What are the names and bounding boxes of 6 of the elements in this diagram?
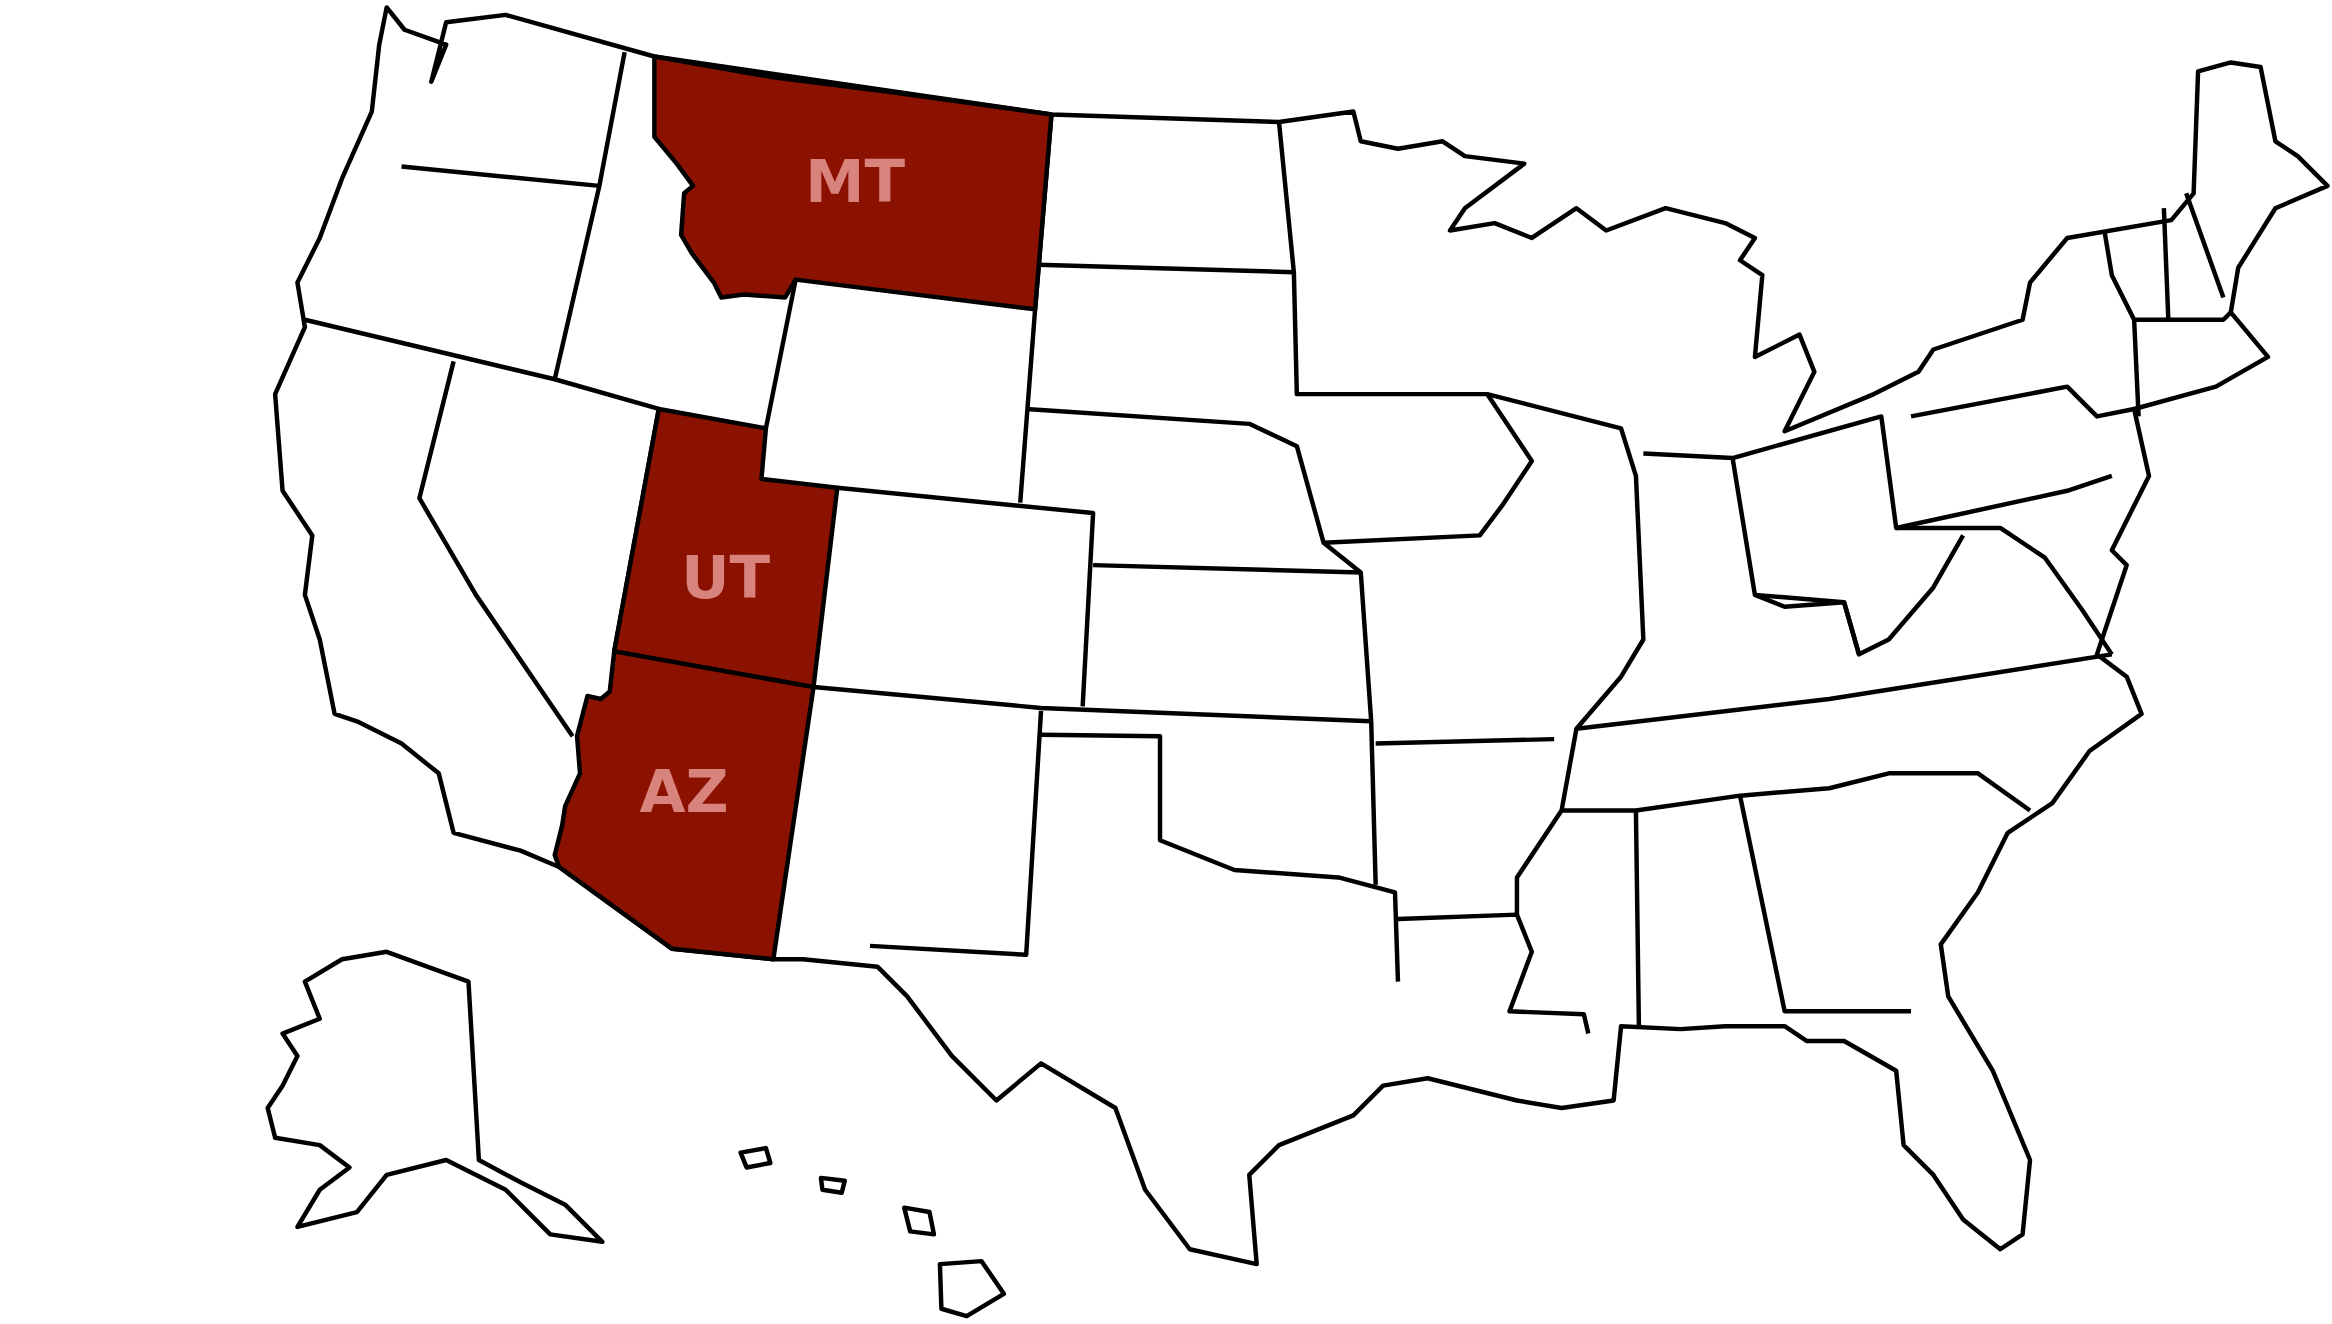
state-abbreviation: MT: [805, 151, 906, 212]
state-abbreviation: AZ: [639, 761, 729, 821]
utah-state-shape: [614, 409, 838, 688]
montana-state-shape: [654, 56, 1052, 310]
state-abbreviation: UT: [681, 547, 771, 607]
arizona-state-shape: [554, 651, 814, 960]
